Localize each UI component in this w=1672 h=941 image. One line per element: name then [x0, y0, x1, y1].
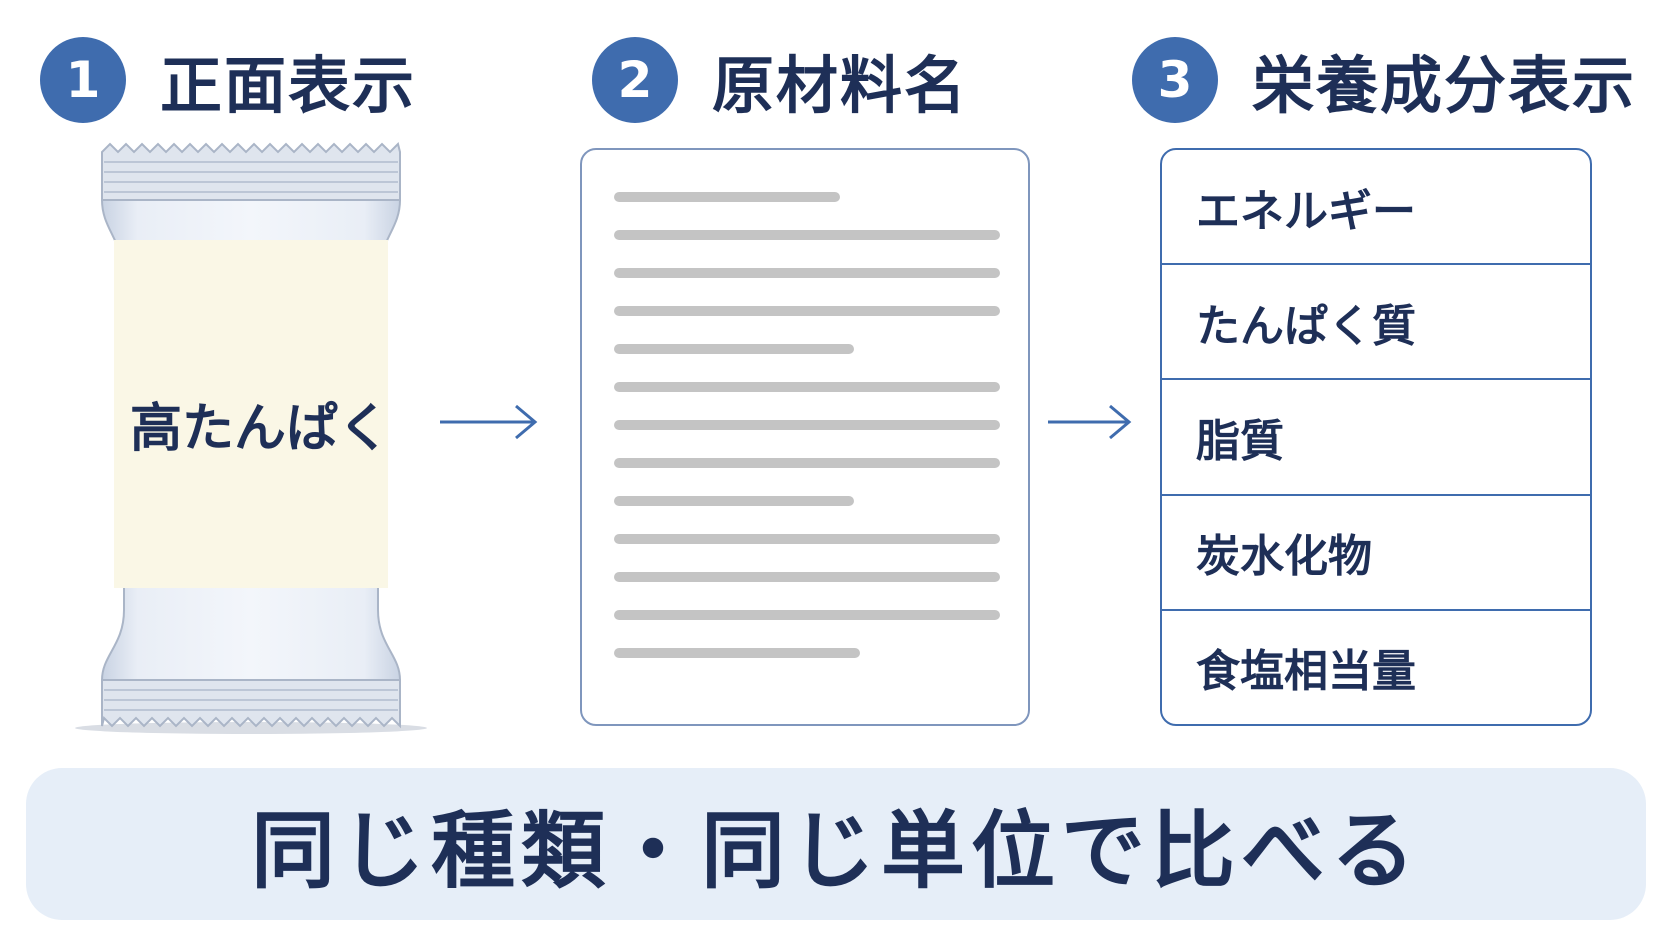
- ingredient-text-line: [614, 496, 854, 506]
- step-3-header: 3 栄養成分表示: [1132, 28, 1636, 132]
- right-arrow-icon: [440, 404, 538, 440]
- ingredient-text-line: [614, 192, 840, 202]
- step-number-badge: 1: [40, 37, 126, 123]
- ingredient-text-line: [614, 420, 1000, 430]
- step-title-nutrition: 栄養成分表示: [1252, 49, 1637, 122]
- nutrition-row-protein: たんぱく質: [1162, 265, 1590, 381]
- step-1-header: 1 正面表示: [40, 28, 416, 132]
- step-title-ingredients: 原材料名: [712, 49, 969, 122]
- ingredient-text-line: [614, 572, 1000, 582]
- nutrition-row-fat: 脂質: [1162, 380, 1590, 496]
- package-shadow: [75, 722, 427, 734]
- ingredient-text-line: [614, 268, 1000, 278]
- nutrition-row-energy: エネルギー: [1162, 150, 1590, 266]
- nutrition-table: エネルギー たんぱく質 脂質 炭水化物 食塩相当量: [1160, 148, 1592, 726]
- ingredient-text-line: [614, 610, 1000, 620]
- nutrition-row-salt: 食塩相当量: [1196, 646, 1416, 698]
- ingredient-text-line: [614, 306, 1000, 316]
- package-label: 高たんぱく: [129, 399, 390, 459]
- step-title-front-label: 正面表示: [160, 49, 417, 122]
- ingredient-text-line: [614, 230, 1000, 240]
- step-2-header: 2 原材料名: [592, 28, 968, 132]
- ingredient-text-line: [614, 458, 1000, 468]
- ingredients-card: [580, 148, 1030, 726]
- step-number-badge: 2: [592, 37, 678, 123]
- summary-banner: 同じ種類・同じ単位で比べる: [26, 768, 1646, 920]
- ingredient-text-line: [614, 648, 860, 658]
- package-label-area: [114, 240, 388, 588]
- package-bottom-seal: [101, 679, 401, 729]
- package-bottom-seal-ridges: [104, 689, 398, 711]
- step-number-badge: 3: [1132, 37, 1218, 123]
- ingredient-text-line: [614, 382, 1000, 392]
- package-icon: [75, 142, 427, 734]
- nutrition-row-carbohydrate: 炭水化物: [1162, 496, 1590, 611]
- package-top-seal-ridges: [104, 161, 398, 193]
- ingredient-text-line: [614, 344, 854, 354]
- right-arrow-icon: [1048, 404, 1132, 440]
- banner-text: 同じ種類・同じ単位で比べる: [250, 801, 1421, 900]
- ingredient-text-line: [614, 534, 1000, 544]
